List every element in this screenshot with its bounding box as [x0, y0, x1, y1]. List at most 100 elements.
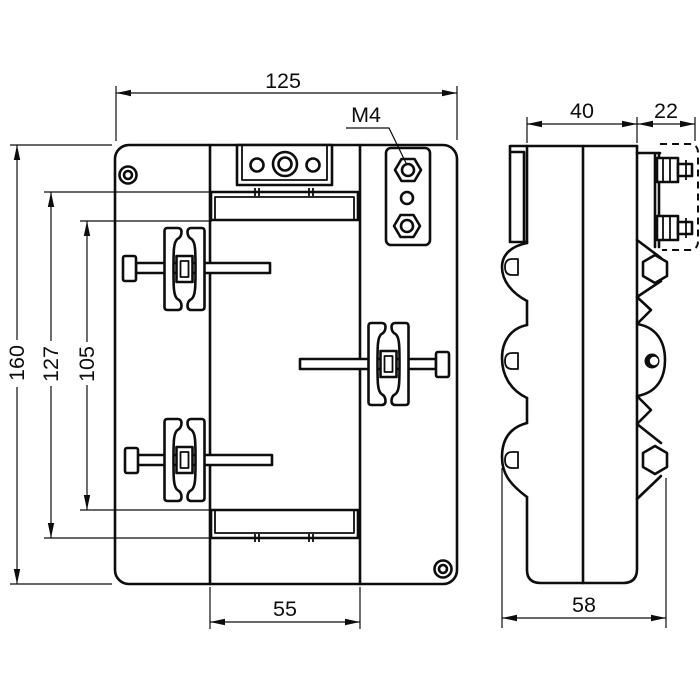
dim-label-thread: M4 [351, 103, 381, 127]
dimension-127: 127 [39, 191, 210, 539]
clamp-bolt-head [121, 254, 138, 283]
clamp-lower-left [123, 417, 274, 503]
bobbin-center-block [175, 445, 194, 475]
dim-label-overall-width: 125 [265, 69, 301, 93]
bobbin-center-block [175, 254, 194, 284]
clamp-bobbin [163, 226, 206, 312]
bolt-nut-flats [662, 158, 671, 182]
arrowhead [116, 89, 131, 97]
bobbin-flange-left [163, 226, 183, 312]
screw-outer [433, 559, 453, 579]
bracket-hole-left [249, 157, 265, 173]
bobbin-flange-right [186, 417, 206, 503]
m4-nut-bottom [392, 213, 422, 239]
right-bump-arc [635, 322, 667, 398]
arrowhead [13, 145, 21, 160]
arrowhead [651, 614, 666, 622]
clamp-bobbin [163, 417, 206, 503]
screw-outer [118, 165, 138, 185]
side-view [500, 143, 699, 585]
right-bump-hole [649, 356, 659, 366]
m4-nut-top [393, 157, 423, 183]
dim-label-flange-height: 127 [39, 346, 63, 382]
extension-lines [10, 144, 112, 585]
left-bump-hole-3 [504, 451, 519, 469]
arrowhead [13, 569, 21, 584]
bracket-center-hole-inner [277, 156, 293, 172]
right-zigzag-2 [635, 394, 663, 445]
arrowhead [638, 120, 653, 128]
dimension-22: 22 [637, 99, 696, 141]
dim-label-body-depth: 40 [570, 99, 594, 123]
bolt-stud [676, 220, 694, 236]
bobbin-center-inner [383, 355, 394, 373]
dimension-160: 160 [5, 144, 112, 585]
plate-screw-top-left [118, 165, 138, 185]
left-bump-1 [500, 241, 529, 303]
clamp-upper-left [121, 226, 272, 312]
top-flange-strip [209, 188, 360, 222]
dimension-55: 55 [209, 587, 361, 629]
dimension-m4: M4 [346, 103, 407, 164]
extension-lines [501, 468, 667, 628]
bolt-nut-flats [662, 216, 671, 240]
bottom-flange-strip [209, 508, 360, 542]
arrowhead [680, 120, 695, 128]
clamp-bolt-head [434, 350, 451, 379]
m4-nut-top-hole [400, 162, 416, 178]
extension-lines [80, 220, 212, 511]
left-bump-hole-2 [504, 352, 519, 370]
arrowhead [47, 523, 55, 538]
hex-bolt-head-lower [641, 444, 669, 476]
left-bump-2 [500, 323, 529, 400]
side-left-bumps [500, 241, 529, 499]
arrowhead [442, 89, 457, 97]
dimension-125: 125 [115, 69, 458, 141]
terminal-bolt-upper [655, 156, 694, 184]
top-flange-notches [254, 188, 314, 196]
hex-bolt-head-upper [641, 253, 669, 285]
dim-label-terminal-depth: 22 [654, 99, 678, 123]
extension-lines [526, 117, 638, 143]
side-plate-strip [508, 145, 529, 244]
bolt-nut [655, 156, 680, 184]
extension-lines [115, 86, 458, 141]
side-right-features [635, 151, 669, 501]
extension-lines [44, 191, 210, 539]
bobbin-flange-left [367, 321, 387, 407]
arrowhead [83, 221, 91, 236]
bobbin-center-inner [179, 451, 190, 469]
m4-nut-bottom-hole [399, 218, 415, 234]
arrowhead [83, 495, 91, 510]
top-flange-inner-line [214, 196, 355, 220]
bracket-hole-right [305, 157, 321, 173]
screw-inner [122, 169, 134, 181]
arrowhead [527, 120, 542, 128]
clamp-bobbin [367, 321, 410, 407]
right-zigzag-1 [635, 279, 663, 326]
plate-screw-bottom-right [433, 559, 453, 579]
arrowhead [502, 614, 517, 622]
bracket-center-hole-outer [271, 150, 299, 178]
clamp-right [298, 321, 451, 407]
bolt-stud [676, 162, 694, 178]
bobbin-flange-left [163, 417, 183, 503]
dim-label-overall-depth: 58 [572, 593, 596, 617]
dim-label-window-height: 105 [75, 346, 99, 382]
bottom-flange-notches [254, 534, 314, 542]
dimension-40: 40 [526, 99, 638, 143]
bottom-flange-inner-line [214, 510, 355, 534]
terminal-block [384, 146, 432, 247]
bobbin-center-block [379, 349, 398, 379]
bobbin-flange-right [186, 226, 206, 312]
front-view [113, 143, 459, 586]
screw-inner [437, 563, 449, 575]
top-bracket [235, 143, 334, 187]
bobbin-flange-right [390, 321, 410, 407]
dim-label-window-width: 55 [273, 597, 297, 621]
left-bump-3 [500, 421, 529, 499]
arrowhead [345, 618, 360, 626]
dashed-terminal-zone [660, 143, 699, 251]
